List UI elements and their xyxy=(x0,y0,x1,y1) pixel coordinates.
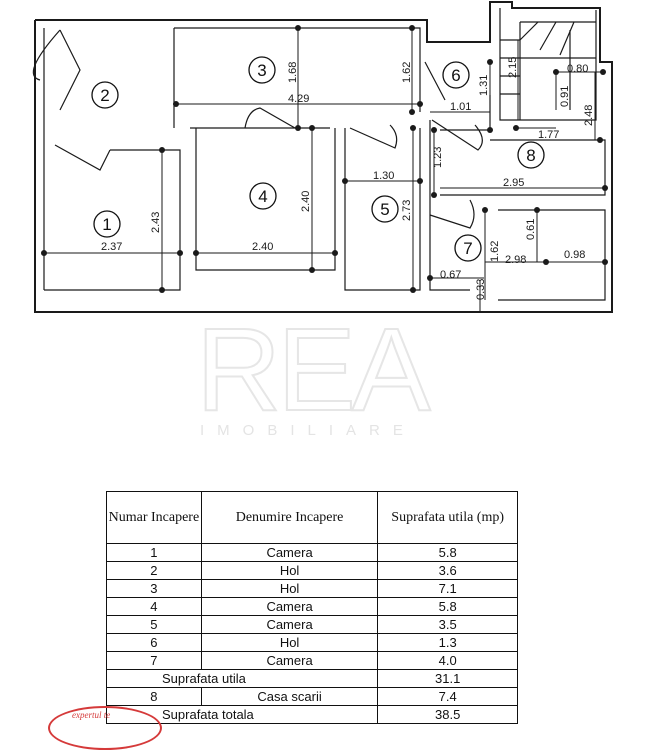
dim-r8-d: 2.48 xyxy=(583,105,595,126)
dim-r7-w2: 2.98 xyxy=(505,254,526,266)
room-1-label: 1 xyxy=(93,210,121,238)
expert-stamp: expertul te xyxy=(48,706,162,750)
dim-r8-f: 1.23 xyxy=(432,147,444,168)
dimension-dots xyxy=(41,25,608,293)
svg-text:3: 3 xyxy=(257,61,266,80)
dim-r6-height: 1.31 xyxy=(478,75,490,96)
svg-text:2: 2 xyxy=(100,86,109,105)
outer-walls xyxy=(34,1,613,313)
header-room-number: Numar Incapere xyxy=(106,491,202,544)
room-8-label: 8 xyxy=(517,141,545,169)
room-3-label: 3 xyxy=(248,56,276,84)
dim-r8-e: 1.77 xyxy=(538,129,559,141)
dim-r5-width: 1.30 xyxy=(373,170,394,182)
header-room-name: Denumire Incapere xyxy=(200,491,379,544)
dim-r7-small: 0.33 xyxy=(475,279,487,300)
dim-r6-width: 1.01 xyxy=(450,101,471,113)
dim-r3-width: 4.29 xyxy=(288,93,309,105)
dim-r3-h2: 1.62 xyxy=(401,62,413,83)
svg-text:7: 7 xyxy=(463,239,472,258)
staircase xyxy=(499,8,597,121)
header-usable-area: Suprafata utila (mp) xyxy=(377,491,518,544)
room-5-label: 5 xyxy=(371,195,399,223)
watermark-tagline: IMOBILIARE xyxy=(200,422,416,439)
svg-text:4: 4 xyxy=(258,187,267,206)
dim-r7-w3: 0.98 xyxy=(564,249,585,261)
floor-plan: REA IMOBILIARE xyxy=(32,1,613,439)
dim-r8-g: 2.95 xyxy=(503,177,524,189)
svg-text:6: 6 xyxy=(451,66,460,85)
dimension-lines xyxy=(44,28,605,312)
dim-r4-height: 2.40 xyxy=(300,191,312,212)
dim-r5-height: 2.73 xyxy=(401,200,413,221)
stamp-text: expertul te xyxy=(72,710,111,720)
dim-r3-h1: 1.68 xyxy=(287,62,299,83)
room-6-label: 6 xyxy=(442,61,470,89)
svg-text:5: 5 xyxy=(380,200,389,219)
dim-r7-h2: 0.61 xyxy=(525,219,537,240)
svg-text:8: 8 xyxy=(526,146,535,165)
dim-r8-c: 0.91 xyxy=(559,86,571,107)
dim-r1-width: 2.37 xyxy=(101,241,122,253)
dim-r7-w1: 0.67 xyxy=(440,269,461,281)
dim-r8-b: 0.80 xyxy=(567,63,588,75)
room-4-label: 4 xyxy=(249,182,277,210)
svg-text:1: 1 xyxy=(102,215,111,234)
table-header-row: Numar Incapere Denumire Incapere Suprafa… xyxy=(106,491,518,544)
dim-r8-a: 2.15 xyxy=(507,57,519,78)
room-labels: 1 2 3 4 5 6 7 8 xyxy=(91,56,545,262)
watermark-logo: REA xyxy=(196,304,431,436)
area-table: Numar Incapere Denumire Incapere Suprafa… xyxy=(105,491,518,724)
dim-r7-height: 1.62 xyxy=(489,241,501,262)
dimension-labels: 4.29 1.68 1.62 2.37 2.43 2.40 2.40 1.30 … xyxy=(101,57,595,300)
doors xyxy=(32,29,483,229)
room-7-label: 7 xyxy=(454,234,482,262)
room-2-label: 2 xyxy=(91,81,119,109)
dim-r1-height: 2.43 xyxy=(150,212,162,233)
dim-r4-width: 2.40 xyxy=(252,241,273,253)
